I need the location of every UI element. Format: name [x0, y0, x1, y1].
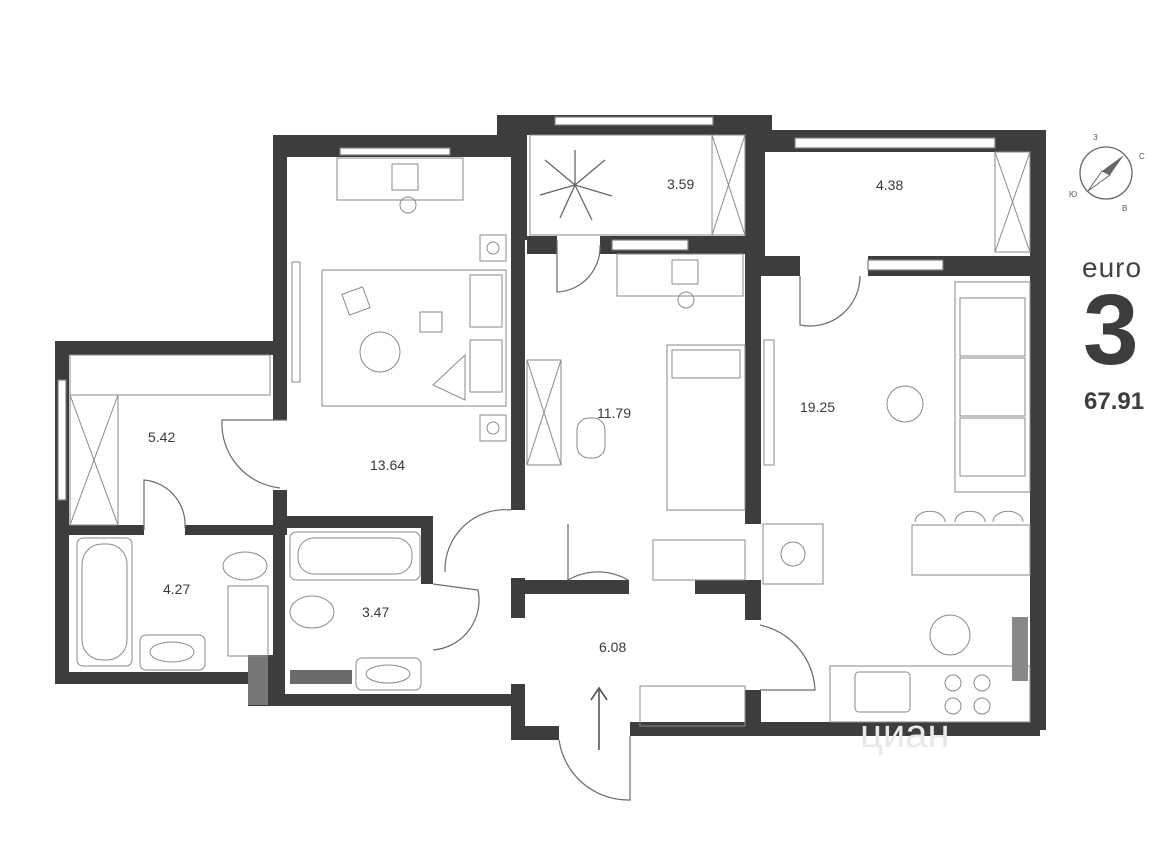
room-area-children-room: 11.79	[597, 405, 631, 421]
single-bed	[666, 344, 746, 511]
walls	[55, 115, 1046, 740]
room-area-balcony-left: 3.59	[667, 176, 694, 192]
compass-w: Ю	[1069, 190, 1077, 199]
room-area-balcony-right: 4.38	[876, 177, 903, 193]
furniture	[69, 134, 1031, 727]
fridge	[762, 523, 824, 585]
compass-e: С	[1139, 152, 1145, 161]
windows	[57, 116, 996, 501]
apartment-type: euro	[1082, 252, 1143, 283]
compass-n: З	[1093, 133, 1098, 142]
bathtub-center	[289, 531, 421, 581]
bedroom-desk	[336, 157, 464, 201]
plant-icon	[539, 150, 613, 221]
bathtub-left	[76, 537, 133, 667]
room-area-kitchen-living: 19.25	[800, 399, 835, 415]
room-count: 3	[1083, 274, 1139, 386]
dining-table	[911, 524, 1031, 576]
compass-s: В	[1122, 204, 1127, 213]
children-desk	[616, 253, 744, 297]
room-area-bedroom: 13.64	[370, 457, 405, 473]
room-area-hall: 6.08	[599, 639, 626, 655]
room-area-bathroom-left: 4.27	[163, 581, 190, 597]
room-area-bathroom-center: 3.47	[362, 604, 389, 620]
entrance-arrow-icon	[590, 686, 608, 750]
doors	[143, 240, 861, 801]
sofa	[954, 281, 1031, 493]
watermark: циан	[860, 712, 950, 756]
room-labels: 5.42 4.27 13.64 3.47 3.59 11.79 6.08 4.3…	[148, 176, 903, 655]
kitchen-counter	[829, 665, 1031, 723]
room-area-wardrobe: 5.42	[148, 429, 175, 445]
compass-icon: З С В Ю	[1069, 133, 1145, 213]
double-bed	[321, 269, 507, 407]
total-area: 67.91	[1084, 388, 1145, 415]
